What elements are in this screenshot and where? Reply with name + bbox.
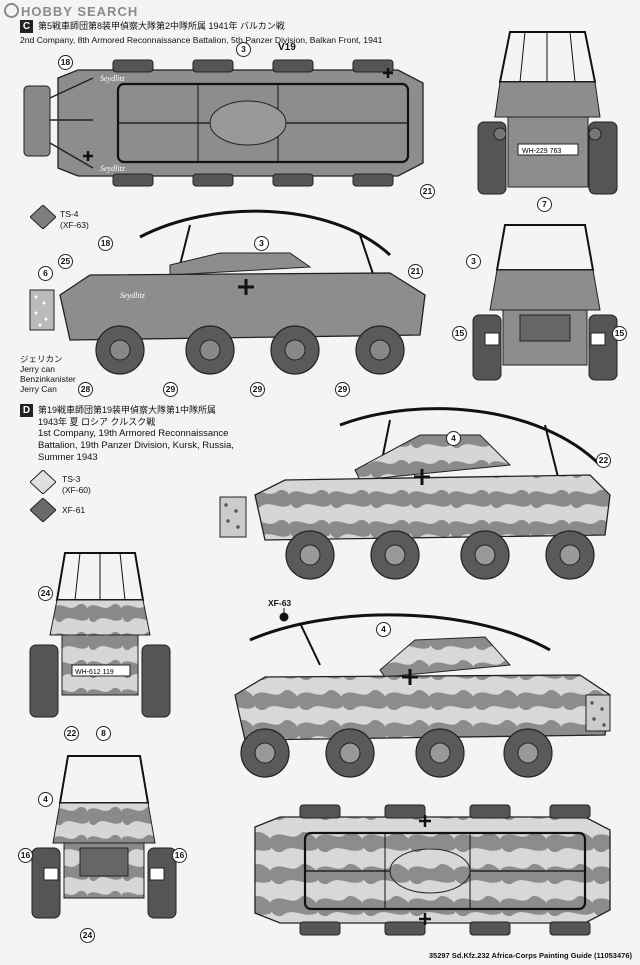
section-d-title-jp-2: 1943年 夏 ロシア クルスク戦 [38, 417, 156, 427]
section-c-top-view: Seydlitz Seydlitz [23, 59, 424, 187]
c-side-callout-28: 28 [78, 382, 93, 397]
c-swatch-ts4 [30, 205, 56, 229]
c-marking-v19: V19 [278, 42, 296, 53]
gear-icon [4, 3, 19, 18]
d-swatch-ts3 [30, 470, 56, 494]
c-side-callout-21-right: 21 [408, 264, 423, 279]
d-paint-code-2: XF-61 [62, 505, 86, 515]
d-rear-callout-4: 4 [38, 792, 53, 807]
c-top-seydlitz-lower: Seydlitz [100, 164, 126, 173]
c-rear-callout-3: 3 [466, 254, 481, 269]
c-side-callout-29a: 29 [163, 382, 178, 397]
section-d-title-en-1: 1st Company, 19th Armored Reconnaissance [38, 428, 229, 439]
c-side-callout-29b: 29 [250, 382, 265, 397]
c-side-callout-25: 25 [58, 254, 73, 269]
section-d-front-view: WH-612 119 [29, 552, 171, 718]
section-c-badge: C [20, 20, 33, 33]
section-c-rear-view [472, 224, 618, 381]
c-side-callout-29c: 29 [335, 382, 350, 397]
section-c-title-jp: 第5戦車師団第8装甲偵察大隊第2中隊所属 1941年 バルカン戦 [38, 21, 285, 31]
section-d-top-view [254, 804, 611, 936]
c-top-callout-18: 18 [58, 55, 73, 70]
hobby-search-logo: HOBBY SEARCH [4, 3, 138, 19]
d-extra-paint-label: XF-63 [268, 598, 292, 608]
d-front-plate: WH-612 119 [75, 669, 114, 676]
c-top-callout-21: 21 [420, 184, 435, 199]
c-rear-callout-15-left: 15 [452, 326, 467, 341]
section-d-title-en-2: Battalion, 19th Panzer Division, Kursk, … [38, 440, 234, 451]
d-front-callout-8: 8 [96, 726, 111, 741]
c-paint-sub: (XF-63) [60, 220, 89, 230]
c-side-vehicle-name: Seydlitz [120, 291, 146, 300]
section-d-side-view-2 [234, 613, 611, 778]
d-rear-callout-24: 24 [80, 928, 95, 943]
c-top-callout-3: 3 [236, 42, 251, 57]
page-footer: 35297 Sd.Kfz.232 Africa-Corps Painting G… [428, 951, 632, 960]
paint-drop-icon [279, 608, 289, 622]
c-rear-callout-15-right: 15 [612, 326, 627, 341]
section-c-side-view: Seydlitz [29, 209, 426, 375]
d-side2-callout-4: 4 [376, 622, 391, 637]
c-front-callout-7: 7 [537, 197, 552, 212]
section-d-title-jp-1: 第19戦車師団第19装甲偵察大隊第1中隊所属 [38, 405, 217, 415]
c-front-plate: WH-229 763 [522, 148, 561, 155]
d-swatch-xf61 [30, 498, 56, 522]
d-side1-callout-4: 4 [446, 431, 461, 446]
c-paint-code: TS-4 [60, 209, 79, 219]
d-rear-callout-16-right: 16 [172, 848, 187, 863]
section-c-title-en: 2nd Company, 8th Armored Reconnaissance … [20, 35, 383, 45]
d-side1-callout-22: 22 [596, 453, 611, 468]
section-c-front-view: WH-229 763 [477, 31, 618, 195]
d-front-callout-22: 22 [64, 726, 79, 741]
c-top-seydlitz-upper: Seydlitz [100, 74, 126, 83]
section-d-rear-view [31, 755, 177, 919]
d-front-callout-24: 24 [38, 586, 53, 601]
d-paint-code-1: TS-3 [62, 474, 81, 484]
c-side-callout-6: 6 [38, 266, 53, 281]
c-side-callout-3: 3 [254, 236, 269, 251]
section-d-side-view-1 [219, 407, 611, 580]
section-d-badge: D [20, 404, 33, 417]
jerry-can-label: ジェリカン Jerry can Benzinkanister Jerry Can [20, 354, 76, 394]
d-paint-sub-1: (XF-60) [62, 485, 91, 495]
c-side-callout-18: 18 [98, 236, 113, 251]
section-d-title-en-3: Summer 1943 [38, 452, 98, 463]
d-rear-callout-16-left: 16 [18, 848, 33, 863]
